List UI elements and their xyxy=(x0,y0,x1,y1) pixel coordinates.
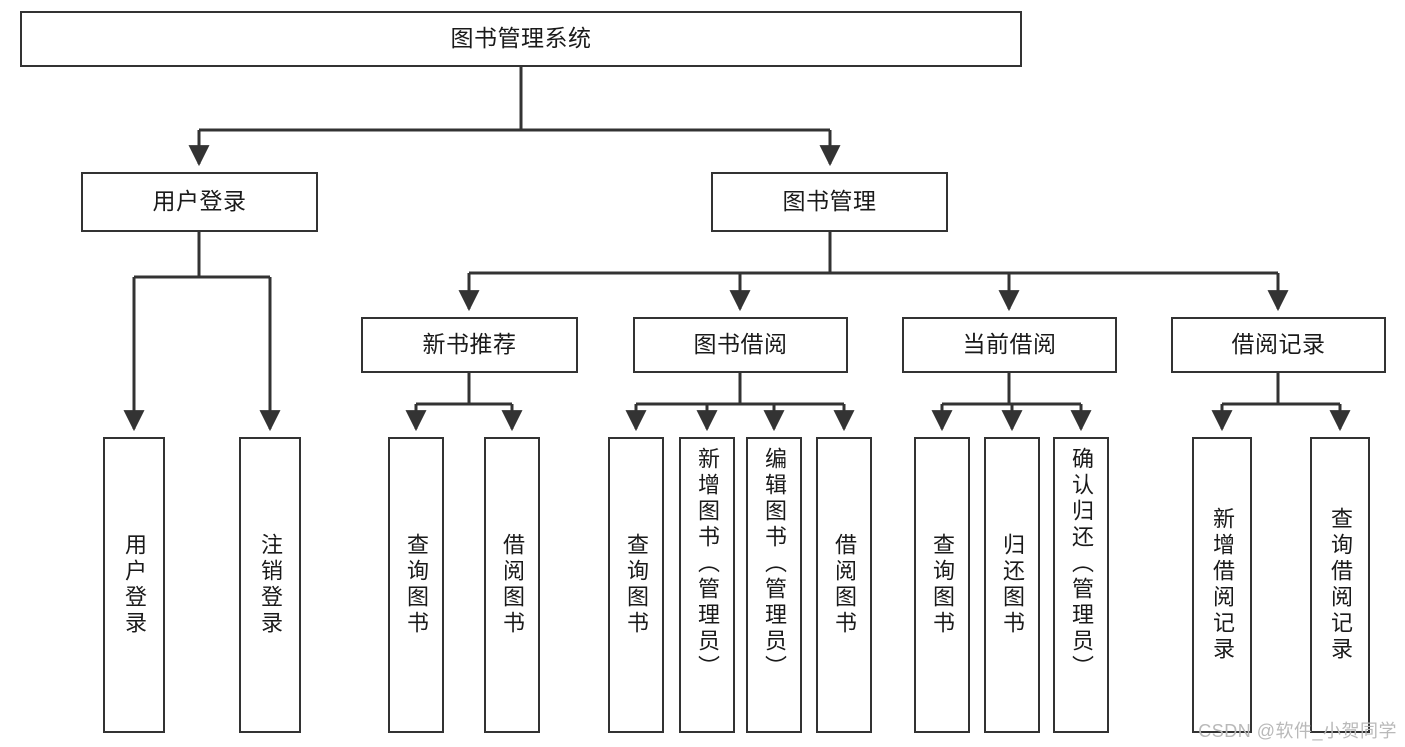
node-leaf-query-book-3-label: 查询图书 xyxy=(930,533,955,637)
node-leaf-borrow-book-2[interactable]: 借阅图书 xyxy=(816,437,872,733)
node-leaf-query-record-label: 查询借阅记录 xyxy=(1328,507,1353,663)
node-root[interactable]: 图书管理系统 xyxy=(20,11,1022,67)
node-borrow-record[interactable]: 借阅记录 xyxy=(1171,317,1386,373)
node-current-borrow[interactable]: 当前借阅 xyxy=(902,317,1117,373)
node-leaf-return-book-label: 归还图书 xyxy=(1000,533,1025,637)
node-leaf-edit-book-label: 编辑图书（管理员） xyxy=(762,447,787,681)
node-leaf-user-login[interactable]: 用户登录 xyxy=(103,437,165,733)
node-current-borrow-label: 当前借阅 xyxy=(962,331,1057,358)
node-book-manage[interactable]: 图书管理 xyxy=(711,172,948,232)
node-leaf-query-book-2-label: 查询图书 xyxy=(624,533,649,637)
node-user-login[interactable]: 用户登录 xyxy=(81,172,318,232)
watermark: CSDN @软件_小贺同学 xyxy=(1198,721,1397,741)
node-leaf-query-book-1-label: 查询图书 xyxy=(404,533,429,637)
node-borrow-record-label: 借阅记录 xyxy=(1231,331,1326,358)
node-leaf-query-book-3[interactable]: 查询图书 xyxy=(914,437,970,733)
node-leaf-confirm-return-label: 确认归还（管理员） xyxy=(1069,447,1094,681)
node-leaf-add-book[interactable]: 新增图书（管理员） xyxy=(679,437,735,733)
node-book-manage-label: 图书管理 xyxy=(782,188,877,215)
node-leaf-borrow-book-2-label: 借阅图书 xyxy=(832,533,857,637)
node-leaf-user-logout-label: 注销登录 xyxy=(258,533,283,637)
node-leaf-add-record-label: 新增借阅记录 xyxy=(1210,507,1235,663)
node-leaf-edit-book[interactable]: 编辑图书（管理员） xyxy=(746,437,802,733)
node-leaf-borrow-book-1[interactable]: 借阅图书 xyxy=(484,437,540,733)
node-root-label: 图书管理系统 xyxy=(450,25,592,52)
node-book-borrow[interactable]: 图书借阅 xyxy=(633,317,848,373)
node-book-borrow-label: 图书借阅 xyxy=(693,331,788,358)
node-leaf-return-book[interactable]: 归还图书 xyxy=(984,437,1040,733)
node-leaf-query-book-1[interactable]: 查询图书 xyxy=(388,437,444,733)
node-leaf-user-logout[interactable]: 注销登录 xyxy=(239,437,301,733)
node-leaf-query-book-2[interactable]: 查询图书 xyxy=(608,437,664,733)
node-leaf-add-book-label: 新增图书（管理员） xyxy=(695,447,720,681)
node-user-login-label: 用户登录 xyxy=(152,188,247,215)
node-leaf-confirm-return[interactable]: 确认归还（管理员） xyxy=(1053,437,1109,733)
node-new-book-rec[interactable]: 新书推荐 xyxy=(361,317,578,373)
node-leaf-user-login-label: 用户登录 xyxy=(122,533,147,637)
node-new-book-rec-label: 新书推荐 xyxy=(422,331,517,358)
node-leaf-borrow-book-1-label: 借阅图书 xyxy=(500,533,525,637)
node-leaf-add-record[interactable]: 新增借阅记录 xyxy=(1192,437,1252,733)
node-leaf-query-record[interactable]: 查询借阅记录 xyxy=(1310,437,1370,733)
